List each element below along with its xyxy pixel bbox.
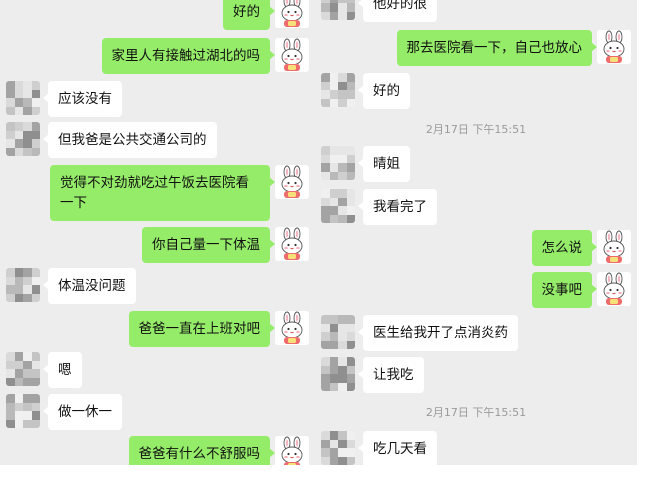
- my-avatar-bunny-icon[interactable]: [275, 227, 309, 261]
- message-row: 那去医院看一下，自己也放心: [315, 30, 637, 70]
- my-message-bubble[interactable]: 爸爸有什么不舒服吗: [128, 436, 275, 465]
- contact-message-bubble[interactable]: 但我爸是公共交通公司的: [43, 122, 217, 158]
- mosaic-grid: [321, 315, 355, 349]
- mosaic-grid: [321, 431, 355, 465]
- contact-message-bubble[interactable]: 应该没有: [43, 81, 122, 117]
- message-row: 吃几天看: [315, 431, 637, 465]
- timestamp: 2月17日 下午15:51: [425, 406, 527, 419]
- message-row: 觉得不对劲就吃过午饭去医院看一下: [0, 165, 315, 221]
- mosaic-grid: [6, 352, 40, 386]
- my-avatar-bunny-icon[interactable]: [275, 0, 309, 28]
- mosaic-grid: [6, 81, 40, 115]
- mosaic-grid: [321, 0, 355, 20]
- contact-avatar-pixelated-icon[interactable]: [6, 81, 40, 115]
- my-avatar-bunny-icon[interactable]: [275, 436, 309, 465]
- message-row: 应该没有: [0, 81, 315, 121]
- contact-avatar-pixelated-icon[interactable]: [6, 122, 40, 156]
- my-avatar-bunny-icon[interactable]: [597, 272, 631, 306]
- message-row: 但我爸是公共交通公司的: [0, 122, 315, 162]
- mosaic-grid: [321, 73, 355, 107]
- message-row: 晴姐: [315, 146, 637, 186]
- contact-message-bubble[interactable]: 我看完了: [358, 189, 437, 225]
- my-avatar-bunny-icon[interactable]: [275, 311, 309, 345]
- my-message-bubble[interactable]: 你自己量一下体温: [142, 227, 275, 263]
- my-message-bubble[interactable]: 没事吧: [531, 272, 597, 308]
- message-row: 家里人有接触过湖北的吗: [0, 38, 315, 78]
- left-chat-panel: 好的 家里人有接触过湖北的吗 应该没有 但我爸是公共交通公司的 觉得不对劲就吃过…: [0, 0, 315, 465]
- my-avatar-bunny-icon[interactable]: [597, 230, 631, 264]
- mosaic-grid: [321, 357, 355, 391]
- contact-message-bubble[interactable]: 吃几天看: [358, 431, 437, 465]
- my-message-bubble[interactable]: 爸爸一直在上班对吧: [128, 311, 275, 347]
- my-message-bubble[interactable]: 好的: [223, 0, 275, 30]
- contact-avatar-pixelated-icon[interactable]: [321, 431, 355, 465]
- mosaic-grid: [6, 268, 40, 302]
- message-row: 嗯: [0, 352, 315, 392]
- message-row: 爸爸有什么不舒服吗: [0, 436, 315, 465]
- right-chat-panel: 他好的很 那去医院看一下，自己也放心 好的 2月17日 下午15:51 晴姐 我…: [315, 0, 637, 465]
- my-message-bubble[interactable]: 家里人有接触过湖北的吗: [101, 38, 275, 74]
- contact-message-bubble[interactable]: 嗯: [43, 352, 82, 388]
- contact-message-bubble[interactable]: 他好的很: [358, 0, 437, 22]
- mosaic-grid: [6, 394, 40, 428]
- contact-avatar-pixelated-icon[interactable]: [321, 73, 355, 107]
- contact-avatar-pixelated-icon[interactable]: [6, 268, 40, 302]
- timestamp: 2月17日 下午15:51: [425, 123, 527, 136]
- message-row: 好的: [0, 0, 315, 32]
- message-row: 你自己量一下体温: [0, 227, 315, 267]
- contact-message-bubble[interactable]: 让我吃: [358, 357, 424, 393]
- contact-message-bubble[interactable]: 晴姐: [358, 146, 410, 182]
- contact-avatar-pixelated-icon[interactable]: [321, 357, 355, 391]
- contact-avatar-pixelated-icon[interactable]: [321, 189, 355, 223]
- message-row: 医生给我开了点消炎药: [315, 315, 637, 355]
- mosaic-grid: [321, 189, 355, 223]
- contact-avatar-pixelated-icon[interactable]: [321, 146, 355, 180]
- mosaic-grid: [6, 122, 40, 156]
- contact-avatar-pixelated-icon[interactable]: [6, 352, 40, 386]
- contact-message-bubble[interactable]: 做一休一: [43, 394, 122, 430]
- message-row: 爸爸一直在上班对吧: [0, 311, 315, 351]
- contact-avatar-pixelated-icon[interactable]: [6, 394, 40, 428]
- message-row: 好的: [315, 73, 637, 113]
- my-message-bubble[interactable]: 觉得不对劲就吃过午饭去医院看一下: [50, 165, 275, 221]
- message-row: 体温没问题: [0, 268, 315, 308]
- message-row: 做一休一: [0, 394, 315, 434]
- my-message-bubble[interactable]: 怎么说: [531, 230, 597, 266]
- message-row: 我看完了: [315, 189, 637, 229]
- message-row: 让我吃: [315, 357, 637, 397]
- message-row: 没事吧: [315, 272, 637, 312]
- message-row: 怎么说: [315, 230, 637, 270]
- message-row: 他好的很: [315, 0, 637, 26]
- contact-avatar-pixelated-icon[interactable]: [321, 315, 355, 349]
- my-avatar-bunny-icon[interactable]: [275, 38, 309, 72]
- contact-message-bubble[interactable]: 医生给我开了点消炎药: [358, 315, 518, 351]
- contact-message-bubble[interactable]: 好的: [358, 73, 410, 109]
- my-avatar-bunny-icon[interactable]: [597, 30, 631, 64]
- mosaic-grid: [321, 146, 355, 180]
- contact-message-bubble[interactable]: 体温没问题: [43, 268, 136, 304]
- my-avatar-bunny-icon[interactable]: [275, 165, 309, 199]
- my-message-bubble[interactable]: 那去医院看一下，自己也放心: [396, 30, 597, 66]
- contact-avatar-pixelated-icon[interactable]: [321, 0, 355, 20]
